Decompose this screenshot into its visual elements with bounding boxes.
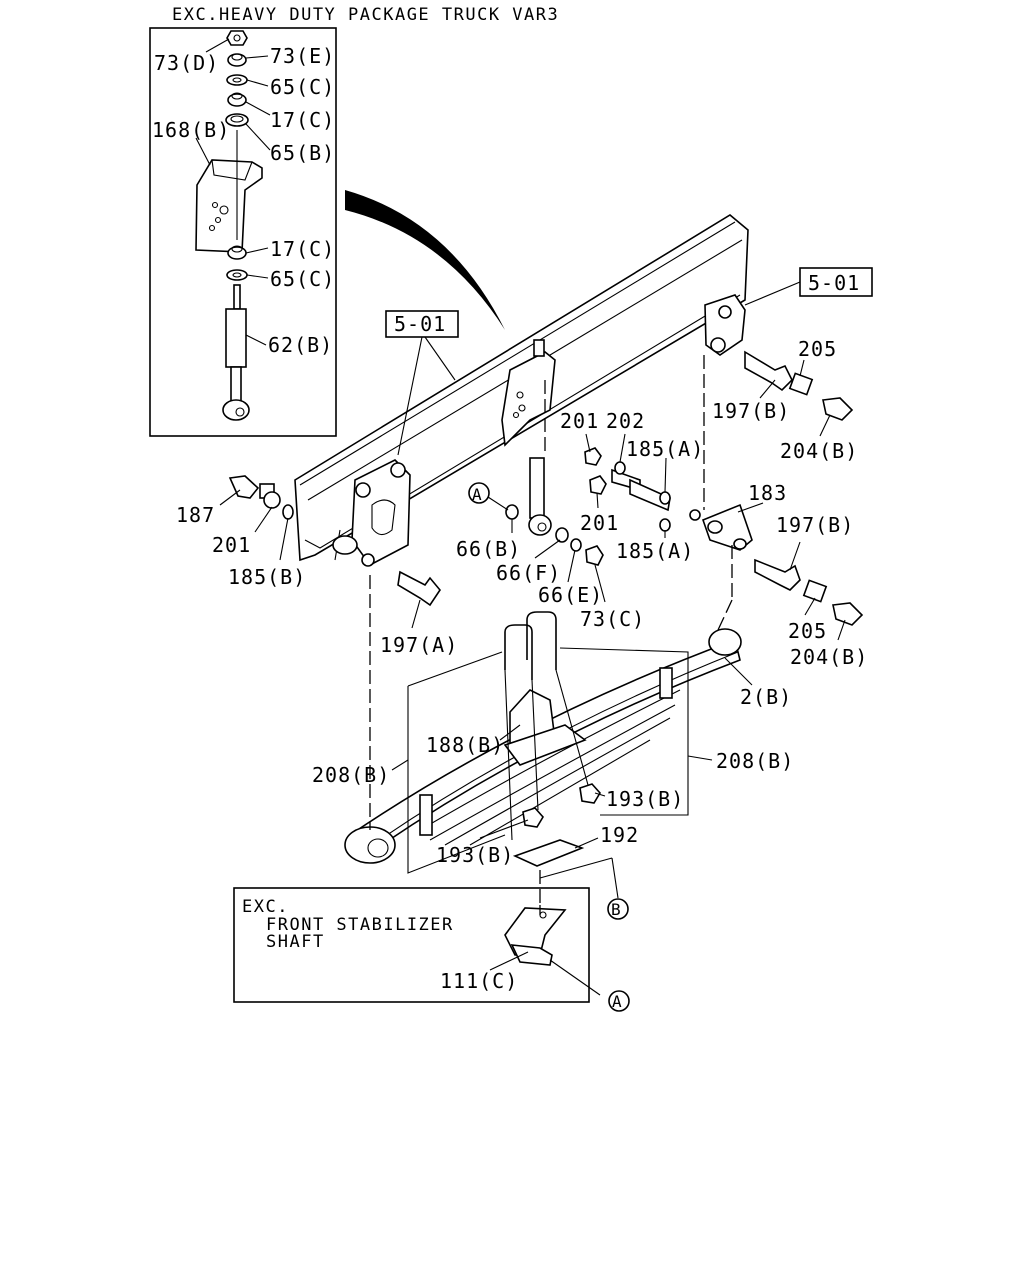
callout-leaders [219, 359, 846, 899]
plate-192-icon [512, 839, 585, 867]
washer-66f-icon [555, 527, 569, 543]
leaf-spring-2b [344, 628, 742, 864]
label-73d: 73(D) [154, 51, 219, 75]
nut-193b-left-icon [522, 807, 544, 828]
label-193b-left: 193(B) [436, 843, 514, 867]
ref-label-left: 5-01 [394, 312, 446, 336]
label-192: 192 [600, 823, 639, 847]
inset-note-line1: EXC. [242, 897, 289, 917]
shackle-assembly [584, 447, 753, 551]
washer-185b-icon [282, 504, 294, 520]
grease-fitting-204b-lower-icon [832, 602, 864, 626]
reference-mark-a-bottom: A [608, 990, 630, 1012]
front-spring-hanger [332, 459, 411, 567]
label-62b: 62(B) [268, 333, 333, 357]
bracket-208b-outline [407, 647, 689, 874]
label-204b-low: 204(B) [790, 645, 868, 669]
bolt-197b-top-icon [744, 350, 793, 392]
washer-66e-icon [570, 538, 582, 552]
reference-mark-b-label: B [611, 900, 622, 919]
washer-65c-icon [226, 74, 248, 86]
label-183: 183 [748, 481, 787, 505]
label-197b-low: 197(B) [776, 513, 854, 537]
label-193b-right: 193(B) [606, 787, 684, 811]
label-73c: 73(C) [580, 607, 645, 631]
shock-bracket-on-frame [501, 339, 556, 536]
nut-73e-icon [227, 53, 247, 67]
label-201-mid: 201 [560, 409, 599, 433]
bracket-111c-icon [504, 907, 601, 996]
label-197b-top: 197(B) [712, 399, 790, 423]
label-201-low: 201 [580, 511, 619, 535]
label-65c-lower: 65(C) [270, 267, 335, 291]
washer-65c-lower-icon [226, 269, 248, 281]
nut-73d-icon [226, 30, 248, 46]
label-201-left: 201 [212, 533, 251, 557]
label-185a-top: 185(A) [626, 437, 704, 461]
grease-fitting-204b-top-icon [822, 397, 854, 421]
label-111c: 111(C) [440, 969, 518, 993]
spring-seat-188b [503, 689, 587, 766]
bracket-168b-icon [195, 130, 263, 253]
nut-73c-icon [585, 545, 604, 566]
reference-mark-a-bottom-label: A [612, 992, 623, 1011]
label-73e: 73(E) [270, 44, 335, 68]
bolt-197a-icon [397, 570, 441, 607]
label-17c-lower: 17(C) [270, 237, 335, 261]
inset-note-line2: FRONT STABILIZER [266, 915, 454, 935]
reference-mark-b: B [607, 898, 629, 920]
label-202: 202 [606, 409, 645, 433]
bolt-197b-lower-icon [754, 558, 801, 591]
detail-arrow [345, 190, 505, 330]
label-187: 187 [176, 503, 215, 527]
stabilizer-inset: EXC. FRONT STABILIZER SHAFT 111(C) [233, 887, 601, 1003]
nut-201-left-icon [263, 491, 281, 509]
label-17c-top: 17(C) [270, 108, 335, 132]
washer-65b-icon [225, 113, 249, 127]
u-bolt-left [504, 624, 539, 841]
ref-label-right: 5-01 [808, 271, 860, 295]
label-185a-low: 185(A) [616, 539, 694, 563]
alignment-lines [369, 355, 733, 905]
rear-spring-hanger [704, 294, 746, 356]
ref-box-right: 5-01 [744, 267, 873, 306]
inset-leaders [195, 38, 271, 346]
reference-mark-a: A [468, 482, 490, 504]
label-208b-right: 208(B) [716, 749, 794, 773]
nut-205-lower-icon [802, 579, 828, 603]
label-168b: 168(B) [152, 118, 230, 142]
label-2b: 2(B) [740, 685, 792, 709]
shock-absorber-inset: 73(D) 73(E) 65(C) 17(C) 168(B) 65(B) 17(… [149, 27, 337, 437]
label-65c-top: 65(C) [270, 75, 335, 99]
label-65b: 65(B) [270, 141, 335, 165]
inset-note-line3: SHAFT [266, 932, 325, 952]
diagram-title: EXC.HEAVY DUTY PACKAGE TRUCK VAR3 [172, 5, 559, 25]
label-185b: 185(B) [228, 565, 306, 589]
label-205-low: 205 [788, 619, 827, 643]
reference-mark-a-label: A [472, 485, 483, 504]
label-208b-left: 208(B) [312, 763, 390, 787]
nut-205-top-icon [788, 372, 814, 396]
u-bolt-right [526, 611, 589, 786]
label-66b: 66(B) [456, 537, 521, 561]
bushing-17c-icon [227, 92, 247, 107]
washer-66b-icon [505, 504, 519, 520]
bushing-17c-lower-icon [227, 245, 247, 260]
label-197a: 197(A) [380, 633, 458, 657]
label-188b: 188(B) [426, 733, 504, 757]
shock-absorber-62b-icon [222, 284, 250, 421]
ref-box-left: 5-01 [385, 310, 459, 456]
label-66f: 66(F) [496, 561, 561, 585]
label-204b-top: 204(B) [780, 439, 858, 463]
label-66e: 66(E) [538, 583, 603, 607]
nut-193b-right-icon [579, 783, 601, 804]
label-205-top: 205 [798, 337, 837, 361]
